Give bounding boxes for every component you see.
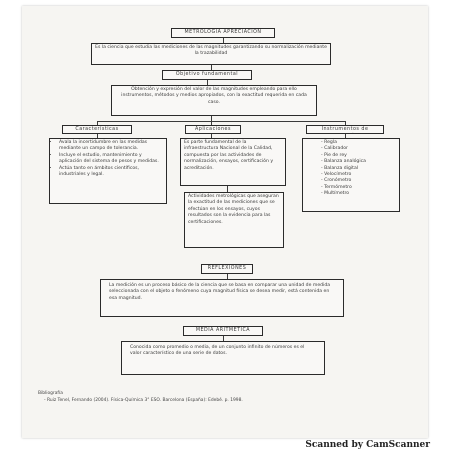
connector — [223, 38, 224, 43]
instrument-item: Balanza analógica — [321, 159, 396, 165]
instrument-item: Cronómetro — [321, 178, 396, 184]
characteristic-item: Avala la incertidumbre en las medidas me… — [59, 140, 163, 153]
connector — [211, 116, 212, 121]
connector — [211, 65, 212, 70]
instruments-list: Regla Calibrador Pie de rey Balanza anal… — [321, 140, 396, 198]
bibliography-title: Bibliografía — [38, 391, 63, 396]
characteristic-item: Incluye el estudio, mantenimiento y apli… — [59, 153, 163, 166]
connector — [345, 121, 346, 125]
objective-box: Obtención y expresión del valor de las m… — [111, 85, 317, 116]
bibliography: Bibliografía - Ruiz Tenel, Fernando (200… — [38, 391, 398, 404]
bibliography-entry: - Ruiz Tenel, Fernando (2004). Física-Qu… — [44, 397, 243, 403]
definition-box: Es la ciencia que estudia las mediciones… — [91, 43, 331, 65]
instrument-item: Velocímetro — [321, 172, 396, 178]
mean-box: Conocida como promedio o media, de un co… — [121, 341, 325, 375]
applications-title: Aplicaciones — [185, 125, 241, 134]
connector — [207, 80, 208, 85]
mean-title: MEDIA ARITMÉTICA — [183, 326, 263, 336]
applications-box-2: Actividades metrológicas que aseguran la… — [184, 192, 284, 248]
reflection-box: La medición es un proceso básico de la c… — [100, 279, 344, 317]
connector — [227, 274, 228, 279]
connector — [223, 336, 224, 341]
instrument-item: Termómetro — [321, 185, 396, 191]
connector — [227, 186, 228, 192]
instrument-item: Multímetro — [321, 191, 396, 197]
instruments-box: Regla Calibrador Pie de rey Balanza anal… — [302, 138, 400, 212]
connector — [97, 121, 98, 125]
instrument-item: Balanza digital — [321, 166, 396, 172]
applications-box-1: Es parte fundamental de la infraestructu… — [180, 138, 286, 186]
characteristics-list: Avala la incertidumbre en las medidas me… — [53, 140, 163, 178]
connector — [97, 134, 98, 138]
objective-title: Objetivo fundamental — [162, 70, 252, 80]
connector — [211, 121, 212, 125]
instrument-item: Pie de rey — [321, 153, 396, 159]
instruments-title: Instrumentos de medición — [306, 125, 384, 134]
instrument-item: Calibrador — [321, 146, 396, 152]
connector — [211, 134, 212, 138]
reflection-title: REFLEXIONES — [201, 264, 253, 274]
characteristics-box: Avala la incertidumbre en las medidas me… — [49, 138, 167, 204]
branch-line — [97, 121, 345, 122]
characteristic-item: Actúa tanto en ámbitos científicos, indu… — [59, 166, 163, 179]
characteristics-title: Características — [62, 125, 132, 134]
instrument-item: Regla — [321, 140, 396, 146]
main-title: METROLOGIA APRECIACIÓN — [171, 28, 275, 38]
scanner-watermark: Scanned by CamScanner — [305, 440, 430, 450]
connector — [345, 134, 346, 138]
